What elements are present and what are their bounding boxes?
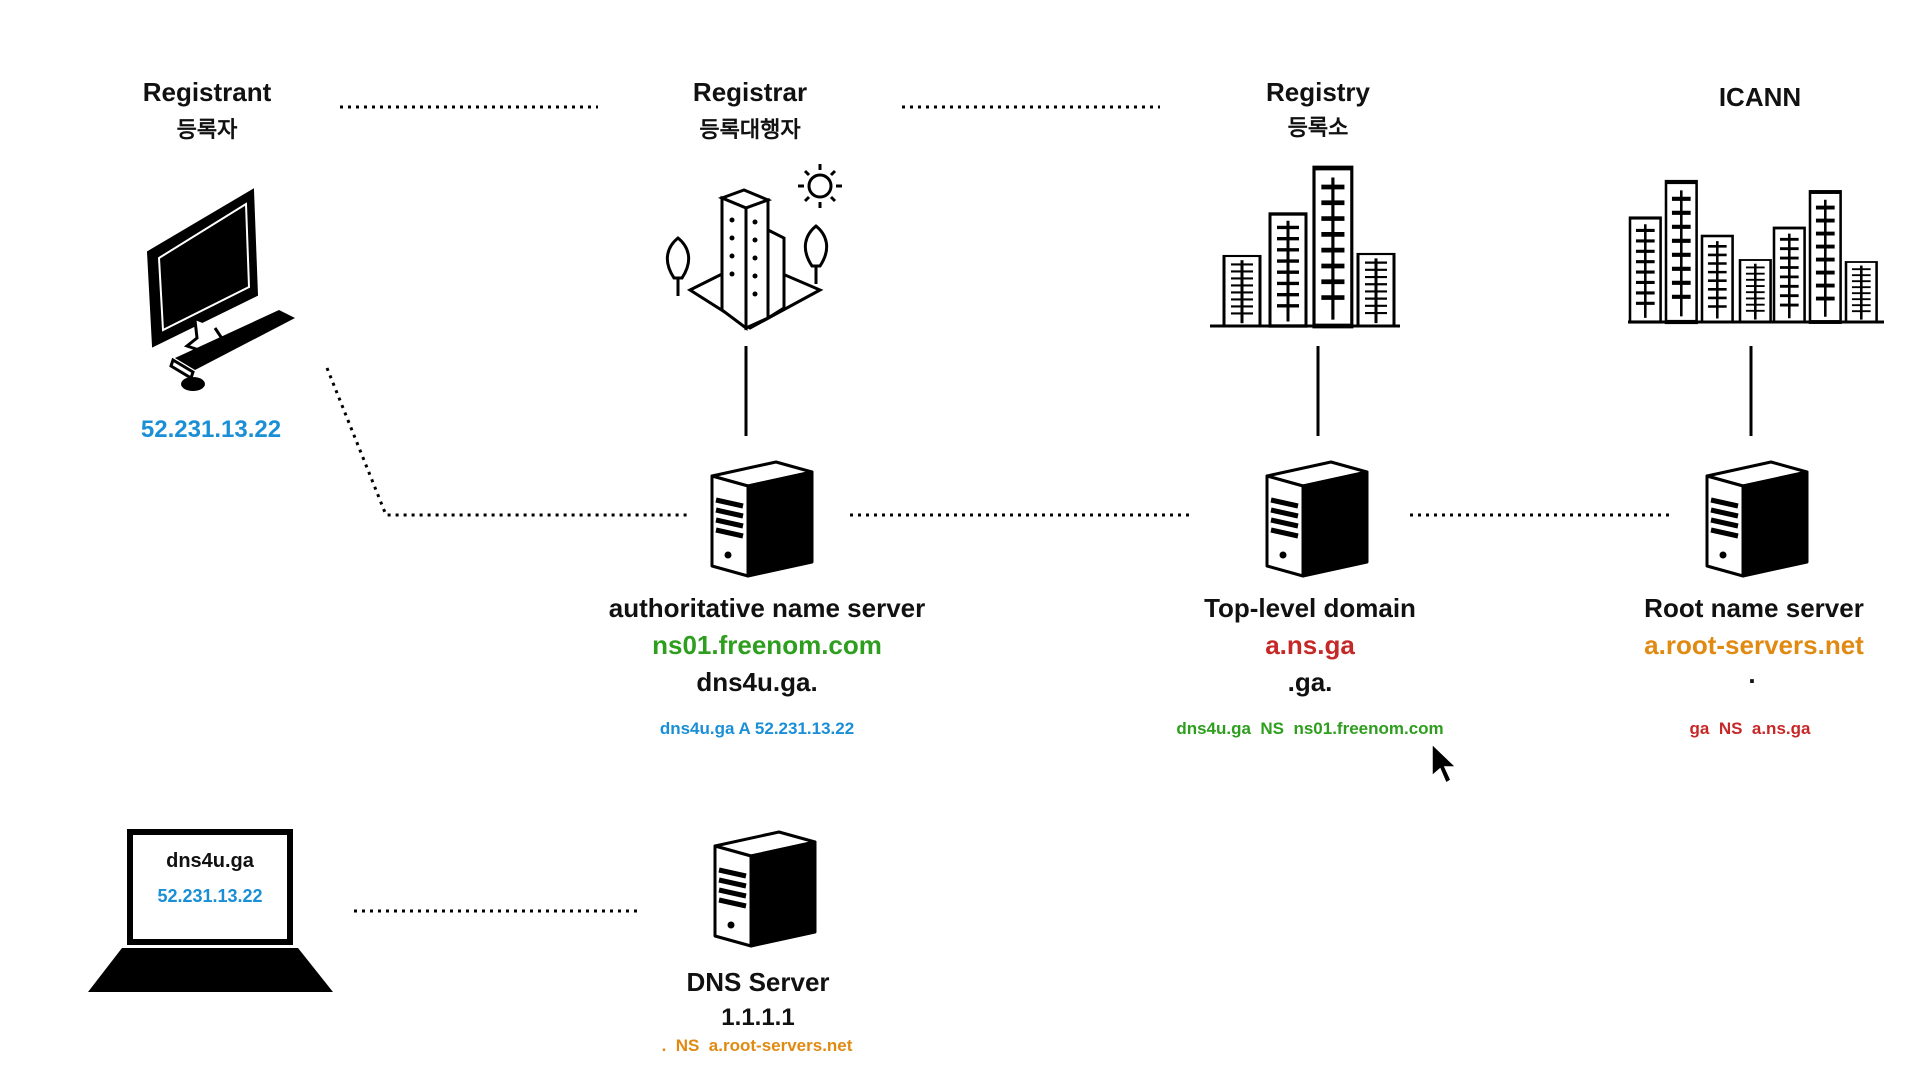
- tld-server-name: Top-level domain: [1204, 593, 1416, 623]
- authoritative-server-host: ns01.freenom.com: [652, 630, 882, 660]
- mouse-pointer-icon: [1431, 742, 1458, 785]
- dns-server-address: 1.1.1.1: [721, 1004, 795, 1031]
- laptop-ip-label: 52.231.13.22: [157, 886, 263, 906]
- laptop-domain-label: dns4u.ga: [166, 850, 254, 872]
- tld-server-host: a.ns.ga: [1265, 630, 1355, 660]
- tld-server-zone: .ga.: [1287, 667, 1333, 697]
- dns-server-record: . NS a.root-servers.net: [661, 1036, 853, 1055]
- icann-title: ICANN: [1718, 82, 1802, 112]
- registry-korean-label: 등록소: [1287, 116, 1349, 141]
- registry-title: Registry: [1265, 77, 1371, 107]
- office-building-icon: [665, 164, 842, 331]
- server-tower-icon: [1707, 462, 1807, 576]
- connector-lines: [325, 105, 1753, 913]
- authoritative-server-zone: dns4u.ga.: [696, 667, 818, 697]
- authoritative-server-record: dns4u.ga A 52.231.13.22: [659, 719, 855, 738]
- root-server-record: ga NS a.ns.ga: [1689, 719, 1811, 738]
- city-skyline-icon: [1628, 182, 1884, 322]
- server-tower-icon: [715, 832, 815, 946]
- authoritative-server-name: authoritative name server: [608, 593, 926, 623]
- desktop-computer-icon: [146, 188, 295, 391]
- city-skyline-icon: [1210, 168, 1400, 326]
- tld-server-record: dns4u.ga NS ns01.freenom.com: [1176, 719, 1444, 738]
- root-server-host: a.root-servers.net: [1644, 630, 1864, 660]
- registrar-korean-label: 등록대행자: [699, 118, 801, 143]
- root-server-zone: .: [1748, 659, 1756, 689]
- registrant-title: Registrant: [142, 77, 272, 107]
- root-server-name: Root name server: [1644, 593, 1864, 623]
- registrant-ip-address: 52.231.13.22: [140, 416, 282, 443]
- registrar-title: Registrar: [692, 77, 808, 107]
- dotted-link-registrant-authoritative: [325, 367, 688, 517]
- server-tower-icon: [712, 462, 812, 576]
- registrant-korean-label: 등록자: [176, 118, 238, 143]
- dns-server-name: DNS Server: [686, 967, 830, 997]
- server-tower-icon: [1267, 462, 1367, 576]
- laptop-icon: [88, 829, 333, 992]
